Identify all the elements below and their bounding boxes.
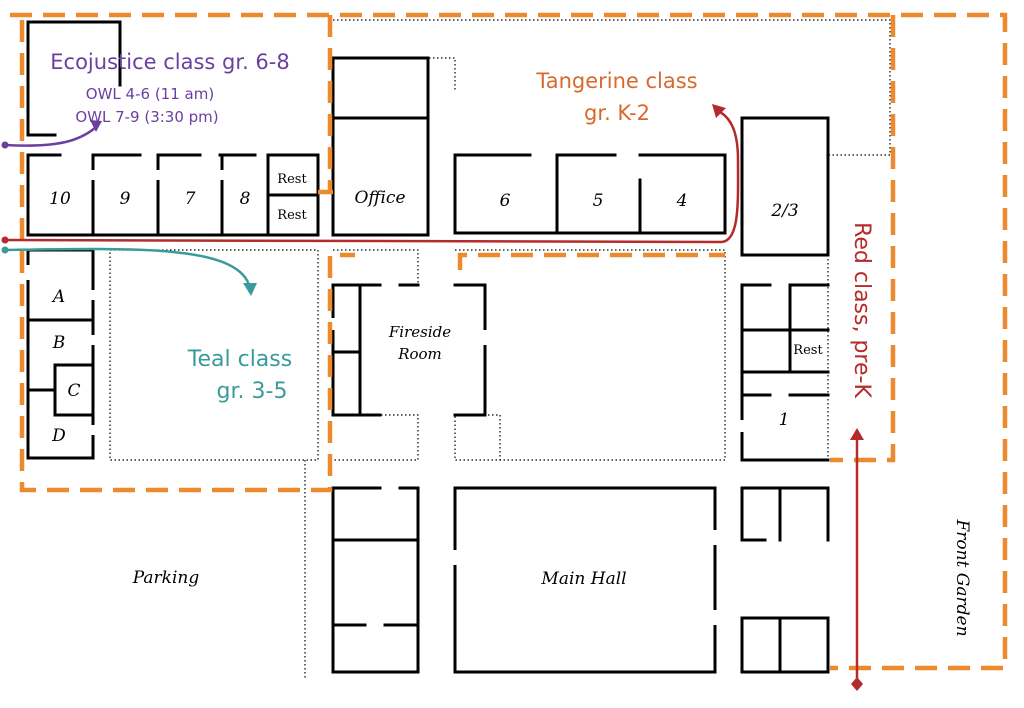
room-5-label: 5 xyxy=(593,191,604,211)
room-9-label: 9 xyxy=(120,189,131,209)
dotted-outlines xyxy=(109,19,891,680)
tangerine-class-grades: gr. K-2 xyxy=(584,101,650,125)
room-a-label: A xyxy=(51,287,65,307)
restroom-label: Rest xyxy=(277,172,307,187)
room-labels: 10 9 7 8 Rest Rest Office 6 5 4 2/3 Rest… xyxy=(49,172,972,637)
room-1-label: 1 xyxy=(779,410,790,430)
ecojustice-arrow xyxy=(4,127,96,147)
class-boundaries xyxy=(10,12,1008,671)
owl-4-6-label: OWL 4-6 (11 am) xyxy=(86,85,214,103)
room-c-label: C xyxy=(67,381,80,401)
fireside-room-label-line1: Fireside xyxy=(388,323,451,341)
class-annotations: Ecojustice class gr. 6-8 OWL 4-6 (11 am)… xyxy=(50,50,874,404)
room-10-label: 10 xyxy=(49,189,71,209)
office-label: Office xyxy=(355,188,406,208)
tangerine-class-title: Tangerine class xyxy=(535,69,697,93)
room-d-label: D xyxy=(51,426,66,446)
room-2-3-label: 2/3 xyxy=(770,201,798,221)
red-class-label: Red class, pre-K xyxy=(849,222,874,398)
room-8-label: 8 xyxy=(240,189,251,209)
teal-class-grades: gr. 3-5 xyxy=(217,379,288,404)
ecojustice-class-title: Ecojustice class gr. 6-8 xyxy=(50,50,289,74)
tangerine-arrow xyxy=(4,110,740,244)
teal-class-title: Teal class xyxy=(187,347,292,372)
teal-arrow xyxy=(4,247,252,289)
fireside-room-label-line2: Room xyxy=(397,345,442,363)
restroom-label: Rest xyxy=(793,343,823,358)
class-arrows xyxy=(1,104,864,691)
parking-label: Parking xyxy=(132,568,200,588)
restroom-label: Rest xyxy=(277,208,307,223)
front-garden-label: Front Garden xyxy=(952,518,972,636)
room-7-label: 7 xyxy=(185,189,196,209)
room-6-label: 6 xyxy=(500,191,511,211)
room-b-label: B xyxy=(52,333,66,353)
door-gaps xyxy=(25,170,745,625)
room-4-label: 4 xyxy=(676,191,688,211)
owl-7-9-label: OWL 7-9 (3:30 pm) xyxy=(75,108,218,126)
main-hall-label: Main Hall xyxy=(540,569,626,589)
